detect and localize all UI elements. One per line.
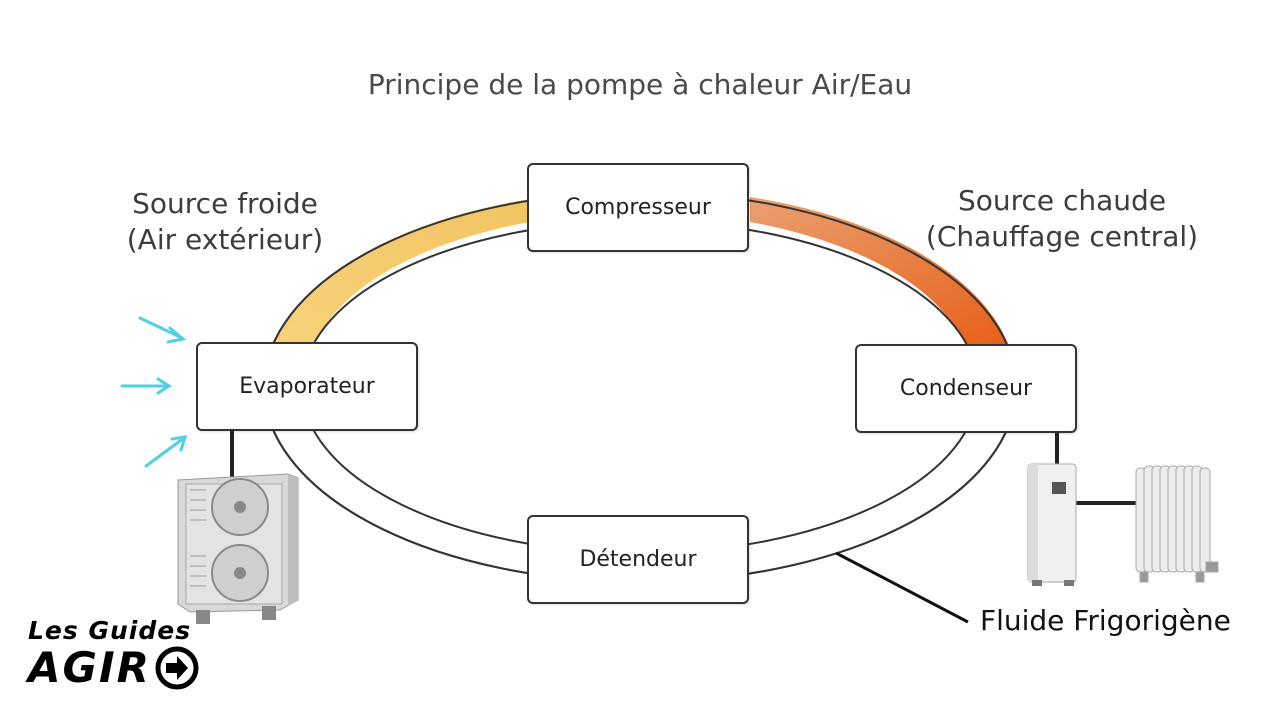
hot-arc bbox=[750, 197, 1008, 344]
radiator-icon bbox=[1135, 465, 1219, 583]
hot-source-line2: (Chauffage central) bbox=[925, 220, 1199, 253]
evaporator-box: Evaporateur bbox=[196, 342, 418, 431]
logo-line2-row: AGIR bbox=[28, 643, 199, 692]
arrow-right-circle-icon bbox=[155, 646, 199, 689]
outdoor-heat-pump-unit-icon bbox=[177, 473, 299, 624]
hot-source-line1: Source chaude bbox=[957, 184, 1167, 217]
cold-source-line2: (Air extérieur) bbox=[126, 223, 324, 256]
cold-arc bbox=[274, 199, 530, 342]
compressor-box: Compresseur bbox=[527, 163, 749, 252]
diagram-title: Principe de la pompe à chaleur Air/Eau bbox=[367, 68, 913, 101]
cold-source-line1: Source froide bbox=[132, 187, 318, 220]
air-arrows-icon bbox=[120, 316, 188, 468]
condenser-box: Condenseur bbox=[855, 344, 1077, 433]
logo-line1: Les Guides bbox=[28, 616, 192, 645]
expansion-valve-box: Détendeur bbox=[527, 515, 749, 604]
logo-line2: AGIR bbox=[28, 643, 151, 692]
indoor-water-unit-icon bbox=[1027, 463, 1077, 586]
cold-source-label: Source froide (Air extérieur) bbox=[110, 186, 340, 258]
logo: Les Guides AGIR bbox=[28, 616, 199, 692]
fluid-pointer-line bbox=[835, 551, 969, 624]
fluid-label: Fluide Frigorigène bbox=[980, 604, 1231, 637]
hot-source-label: Source chaude (Chauffage central) bbox=[904, 183, 1220, 255]
